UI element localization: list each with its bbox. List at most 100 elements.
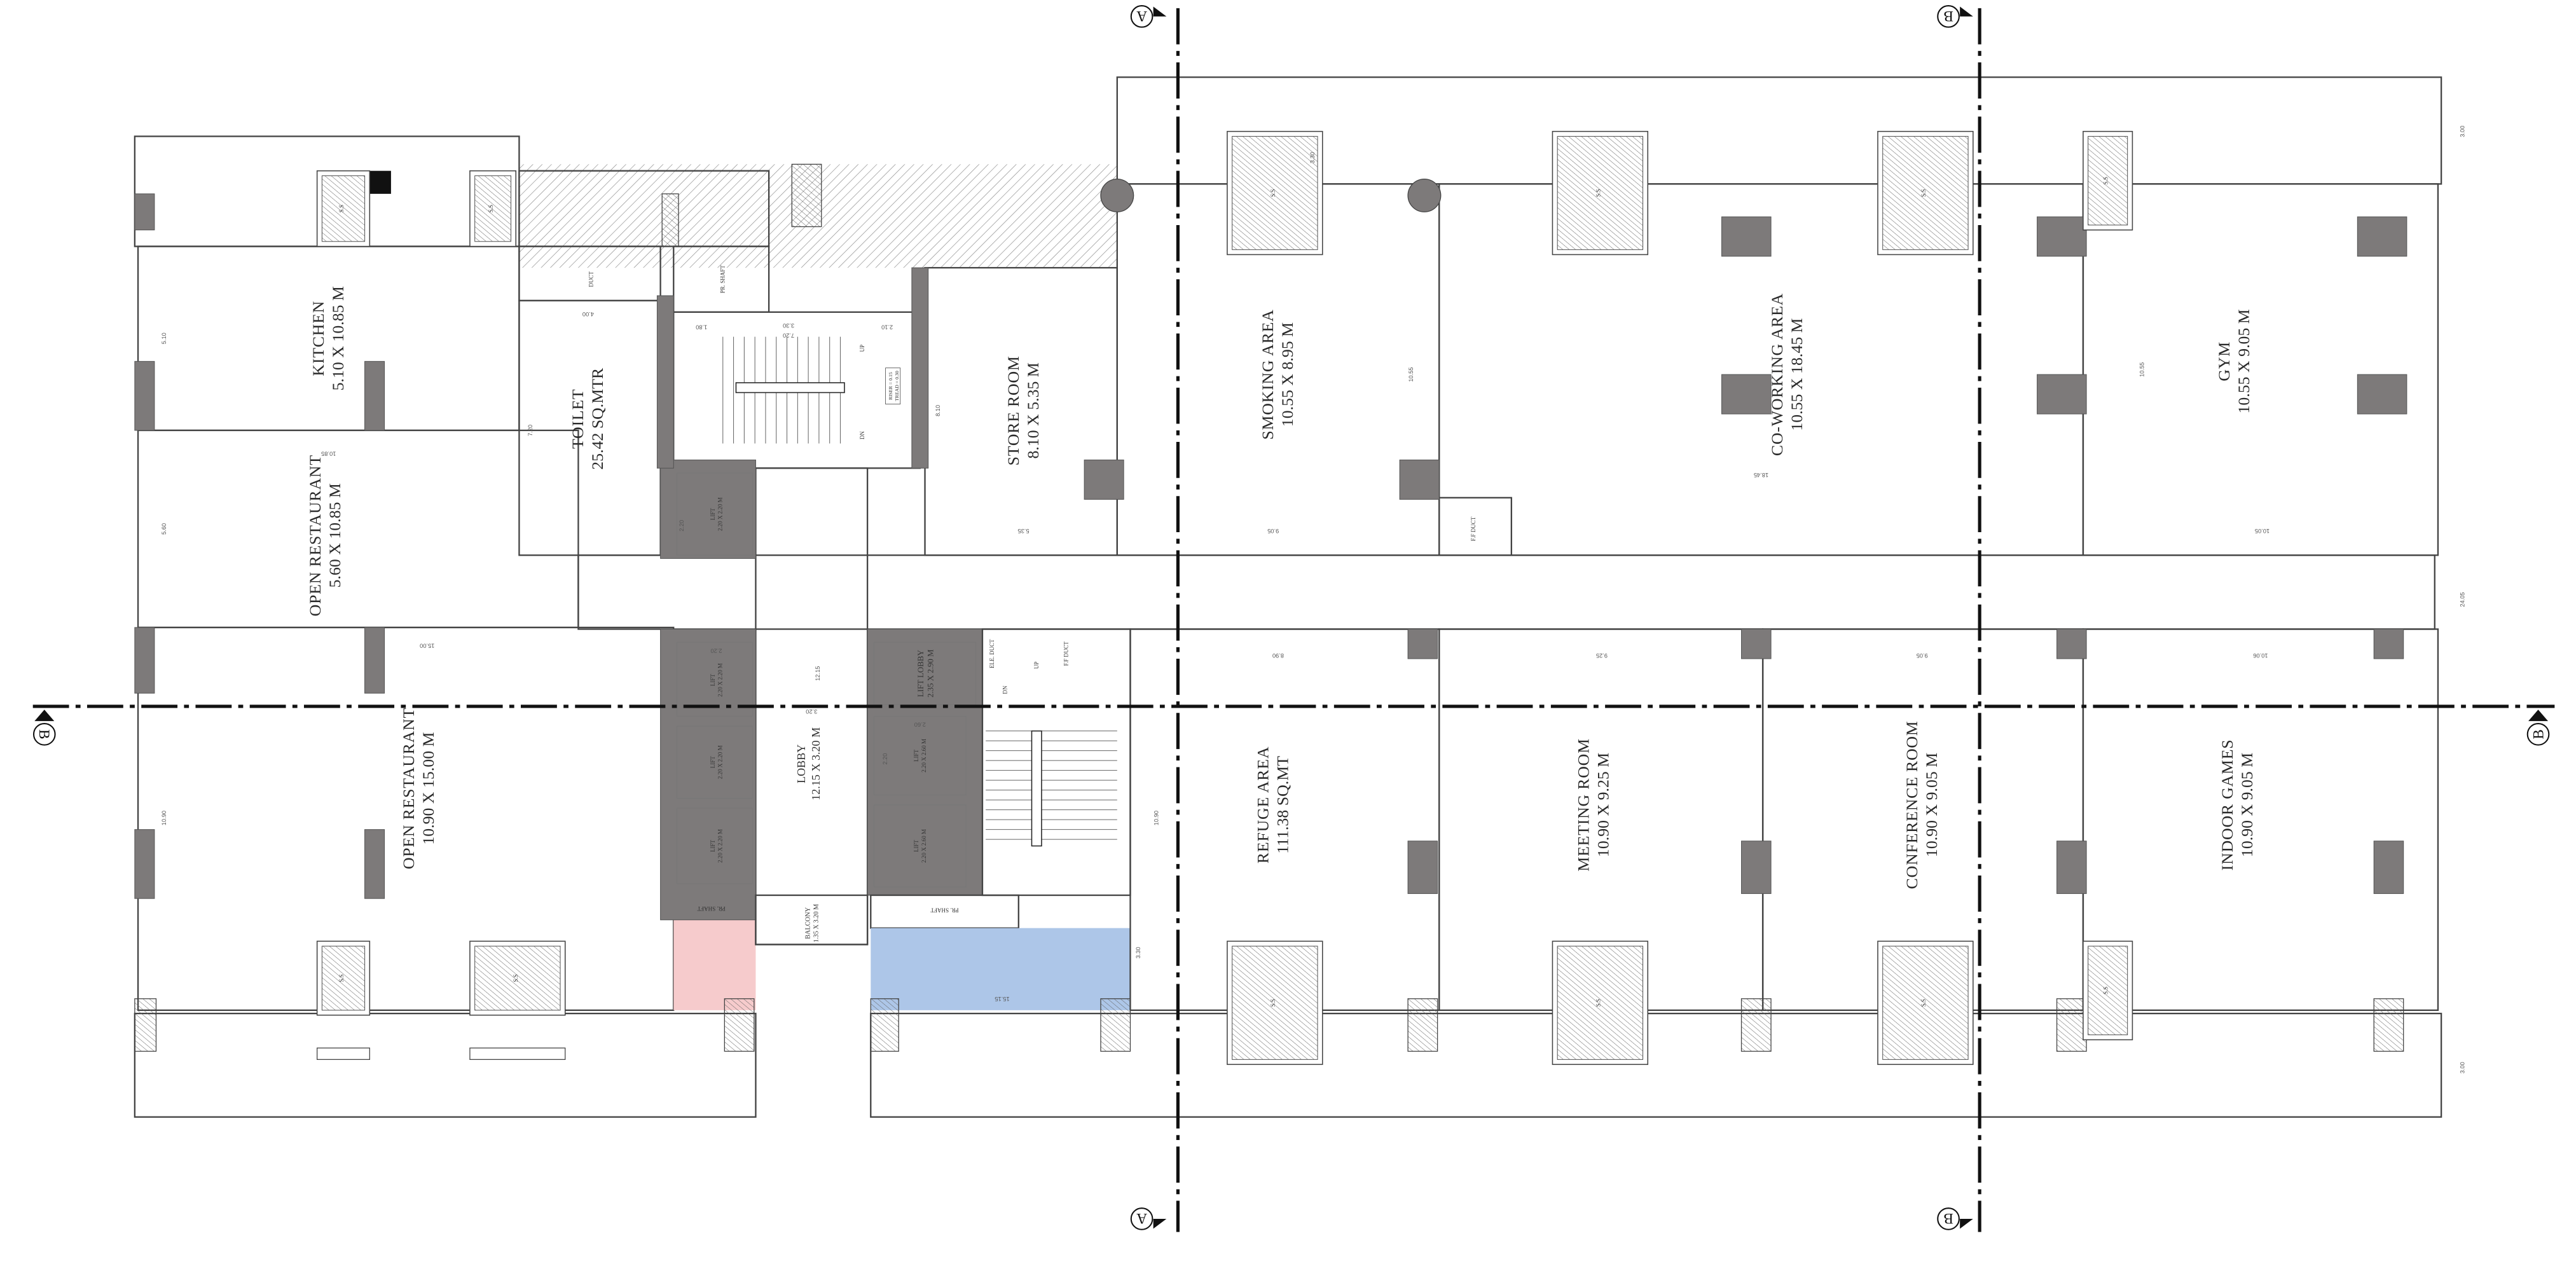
ss-label: S.S — [1595, 189, 1601, 196]
dimension-label: 1.80 — [696, 324, 707, 331]
open-restaurant-extension — [673, 919, 756, 1010]
column — [1741, 628, 1772, 659]
lift-right-2[interactable] — [873, 804, 967, 888]
label-pr-shaft-top: PR. SHAFT — [719, 265, 726, 294]
lift-right-1[interactable] — [873, 715, 967, 795]
service-shaft: S.S — [316, 940, 371, 1016]
dimension-label: 10.85 — [321, 450, 336, 457]
svg-text:LIFT: LIFT — [913, 749, 920, 762]
section-marker-b-bottom: B — [1937, 1207, 1973, 1230]
staircase-bottom — [981, 628, 1131, 896]
svg-text:CONFERENCE ROOM: CONFERENCE ROOM — [1903, 720, 1921, 889]
indoor-games-room — [2082, 628, 2439, 1012]
staircase-treads — [722, 336, 845, 444]
svg-text:5.60 X 10.85 M: 5.60 X 10.85 M — [326, 483, 344, 587]
svg-text:INDOOR GAMES: INDOOR GAMES — [2218, 739, 2236, 871]
ss-label: S.S — [488, 205, 494, 212]
stair-dn-label: DN — [859, 431, 865, 440]
ss-label: S.S — [2103, 987, 2109, 994]
svg-text:10.90 X 9.05 M: 10.90 X 9.05 M — [1922, 753, 1941, 857]
column — [2373, 841, 2404, 894]
dimension-label: 2.60 — [914, 722, 926, 728]
column — [656, 295, 674, 469]
ss-label: S.S — [1270, 189, 1276, 196]
svg-text:10.90 X 15.00 M: 10.90 X 15.00 M — [419, 732, 437, 844]
refuge-area-room — [871, 928, 1131, 1010]
stair-up-label-2: UP — [1033, 662, 1040, 670]
dimension-label: 3.30 — [1309, 152, 1316, 163]
svg-text:A: A — [1136, 1210, 1147, 1226]
service-shaft: S.S — [1227, 130, 1323, 256]
svg-text:B: B — [36, 729, 52, 739]
service-shaft: S.S — [2083, 940, 2133, 1041]
column — [1407, 628, 1438, 659]
lift-left-1[interactable] — [676, 642, 753, 717]
dimension-label: 3.30 — [783, 322, 794, 329]
ss-label: S.S — [1595, 999, 1601, 1006]
dimension-label: 10.90 — [161, 811, 167, 825]
column — [2357, 216, 2407, 257]
lift-left-3[interactable] — [676, 807, 753, 884]
label-ff-duct: F.F DUCT — [1470, 516, 1477, 541]
svg-text:10.55 X 18.45 M: 10.55 X 18.45 M — [1787, 318, 1806, 430]
dimension-label: 2.20 — [678, 520, 685, 532]
hatched-column — [2056, 998, 2087, 1052]
dimension-label: 10.06 — [2253, 652, 2268, 659]
svg-text:OPEN RESTAURANT: OPEN RESTAURANT — [399, 708, 418, 869]
dimension-label: 10.90 — [1153, 811, 1159, 825]
dimension-label: 3.00 — [2459, 1062, 2465, 1073]
column — [1721, 216, 1772, 257]
svg-text:LIFT: LIFT — [710, 674, 716, 687]
svg-text:8.10 X 5.35 M: 8.10 X 5.35 M — [1024, 362, 1042, 458]
svg-text:10.55 X 9.05 M: 10.55 X 9.05 M — [2235, 309, 2253, 413]
svg-text:10.90 X 9.25 M: 10.90 X 9.25 M — [1594, 753, 1612, 857]
column — [2056, 841, 2087, 894]
dimension-label: 10.55 — [2139, 362, 2146, 377]
section-marker-a-bottom: A — [1130, 1207, 1167, 1230]
hatched-column — [870, 998, 899, 1052]
columns — [134, 163, 2407, 1052]
ss-label: S.S — [338, 974, 345, 982]
svg-text:5.10 X 10.85 M: 5.10 X 10.85 M — [329, 286, 347, 390]
section-marker-b-top: B — [1937, 5, 1973, 28]
svg-text:2.20 X 2.60 M: 2.20 X 2.60 M — [921, 739, 927, 773]
service-shaft: S.S — [1552, 940, 1649, 1065]
dimension-label: 8.10 — [935, 405, 941, 416]
hatched-column — [661, 193, 679, 247]
dimension-label: 15.15 — [995, 996, 1009, 1002]
ss-label: S.S — [513, 974, 519, 982]
lift-left-2[interactable] — [676, 725, 753, 799]
dimension-label: 2.20 — [882, 753, 888, 765]
svg-text:LOBBY: LOBBY — [795, 745, 808, 783]
service-shaft: S.S — [1552, 130, 1649, 256]
svg-text:2.35 X 2.90 M: 2.35 X 2.90 M — [925, 649, 935, 697]
column — [134, 627, 155, 694]
svg-text:B: B — [2530, 729, 2547, 739]
label-pr-shaft-bottom: PR. SHAFT — [930, 907, 959, 914]
dimension-label: 9.25 — [1596, 652, 1608, 659]
hatched-column — [724, 998, 755, 1052]
ss-label: S.S — [1920, 999, 1927, 1006]
svg-text:12.15 X 3.20 M: 12.15 X 3.20 M — [809, 727, 822, 800]
lift-top — [676, 472, 753, 556]
label-ele-duct: ELE. DUCT — [989, 639, 995, 668]
column — [364, 829, 385, 899]
svg-text:10.90 X 9.05 M: 10.90 X 9.05 M — [2238, 753, 2256, 857]
